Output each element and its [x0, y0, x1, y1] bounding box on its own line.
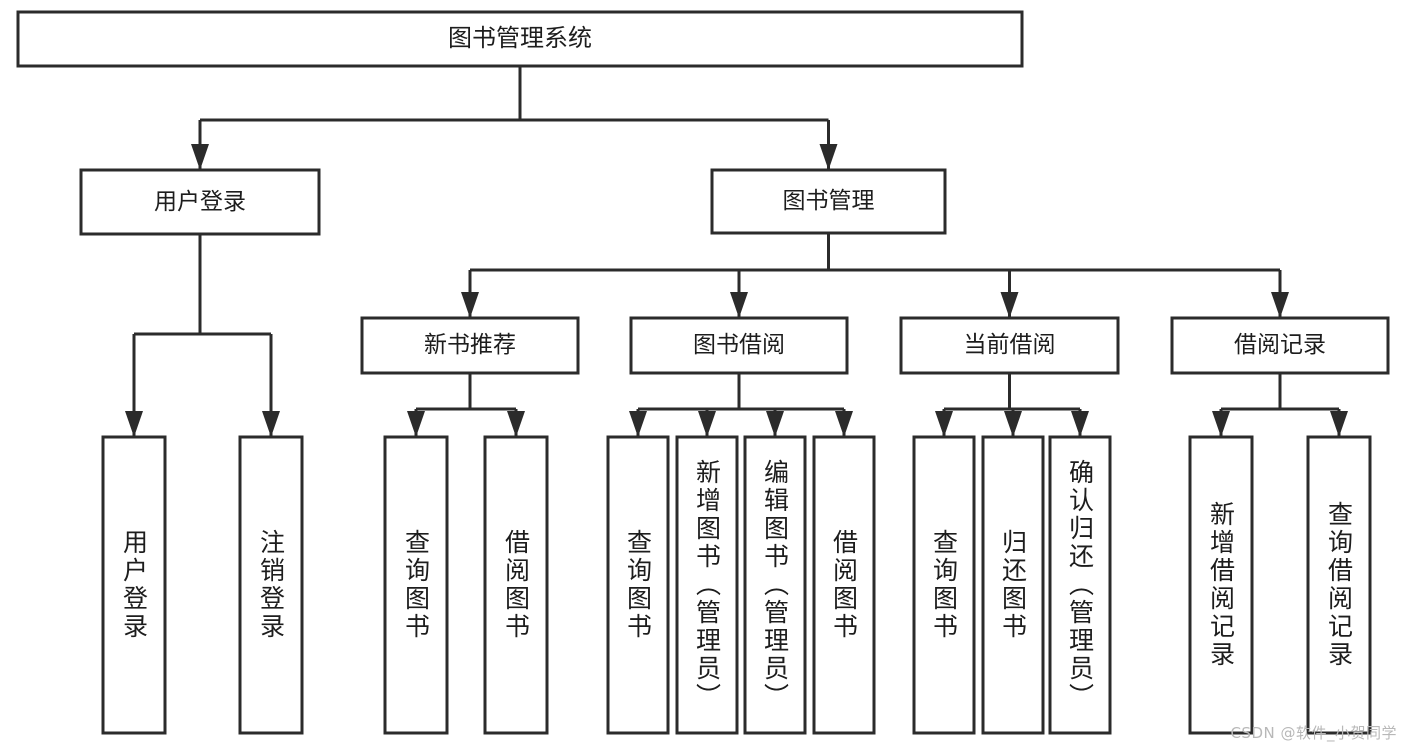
connector-lines: [125, 66, 1348, 437]
arrow-head-icon: [125, 411, 143, 437]
arrow-head-icon: [819, 144, 838, 170]
arrow-head-icon: [1330, 411, 1348, 437]
node-box-leaf-5[interactable]: [675, 435, 739, 735]
arrow-head-icon: [698, 411, 716, 437]
arrow-head-icon: [1000, 292, 1019, 318]
node-box-leaf-10[interactable]: [1048, 435, 1112, 735]
watermark-text: CSDN @软件_小贺同学: [1230, 724, 1397, 742]
arrow-head-icon: [835, 411, 853, 437]
arrow-head-icon: [407, 411, 425, 437]
arrow-head-icon: [730, 292, 748, 318]
arrow-head-icon: [191, 144, 209, 170]
arrow-head-icon: [629, 411, 647, 437]
node-box-leaf-1[interactable]: [238, 435, 304, 735]
arrow-head-icon: [507, 411, 525, 437]
node-box-leaf-9[interactable]: [981, 435, 1045, 735]
arrow-head-icon: [935, 411, 953, 437]
arrow-head-icon: [1212, 411, 1230, 437]
arrow-head-icon: [1271, 292, 1289, 318]
node-box-leaf-12[interactable]: [1306, 435, 1372, 735]
node-box-leaf-0[interactable]: [101, 435, 167, 735]
node-box-leaf-7[interactable]: [812, 435, 876, 735]
arrow-head-icon: [262, 411, 280, 437]
node-box-level2-3[interactable]: [1170, 316, 1390, 375]
node-box-level1-0[interactable]: [79, 168, 321, 236]
node-box-leaf-11[interactable]: [1188, 435, 1254, 735]
node-box-leaf-6[interactable]: [743, 435, 807, 735]
arrow-head-icon: [766, 411, 784, 437]
node-box-leaf-4[interactable]: [606, 435, 670, 735]
node-box-leaf-8[interactable]: [912, 435, 976, 735]
node-boxes: [16, 10, 1390, 735]
node-box-leaf-3[interactable]: [483, 435, 549, 735]
arrow-head-icon: [461, 292, 479, 318]
node-box-leaf-2[interactable]: [383, 435, 449, 735]
node-box-level2-0[interactable]: [360, 316, 580, 375]
arrow-head-icon: [1071, 411, 1089, 437]
node-box-level2-1[interactable]: [629, 316, 849, 375]
node-box-root[interactable]: [16, 10, 1024, 68]
node-box-level1-1[interactable]: [710, 168, 947, 235]
node-box-level2-2[interactable]: [899, 316, 1120, 375]
arrow-head-icon: [1004, 411, 1022, 437]
